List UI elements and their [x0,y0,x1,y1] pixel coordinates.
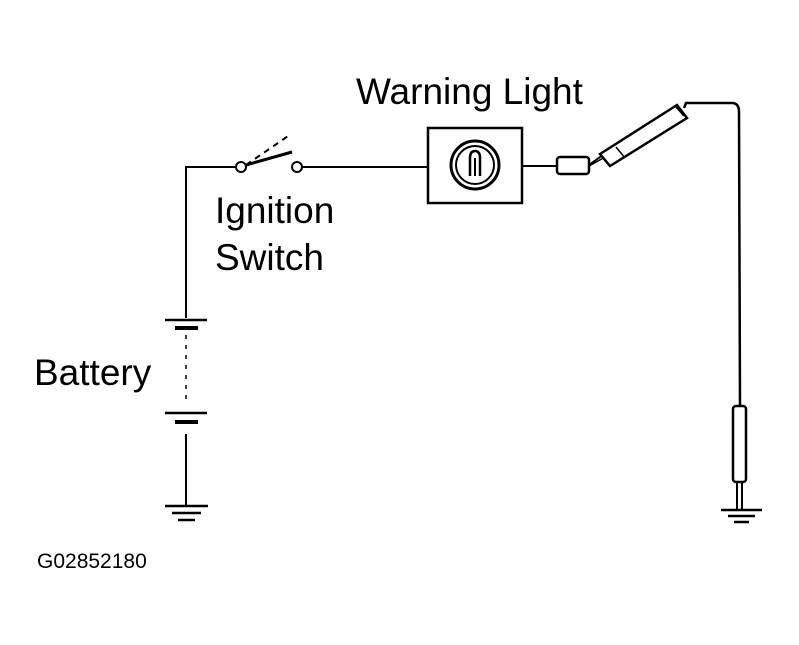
battery-label: Battery [34,352,152,393]
lamp-bulb-icon [426,126,524,205]
ignition-switch-label-line2: Switch [215,237,324,278]
wire-probe-lead [682,101,742,407]
ground-icon-right [721,508,762,524]
battery-icon [165,318,207,424]
ground-icon-left [165,504,208,522]
warning-light-label: Warning Light [356,71,584,112]
test-probe-icon [588,103,689,168]
open-switch-icon [235,133,303,173]
wire-left [185,166,236,506]
inline-fuse-icon [555,155,591,176]
ground-clip-icon [731,404,748,510]
figure-code: G02852180 [37,550,147,573]
ignition-switch-label-line1: Ignition [215,190,334,231]
